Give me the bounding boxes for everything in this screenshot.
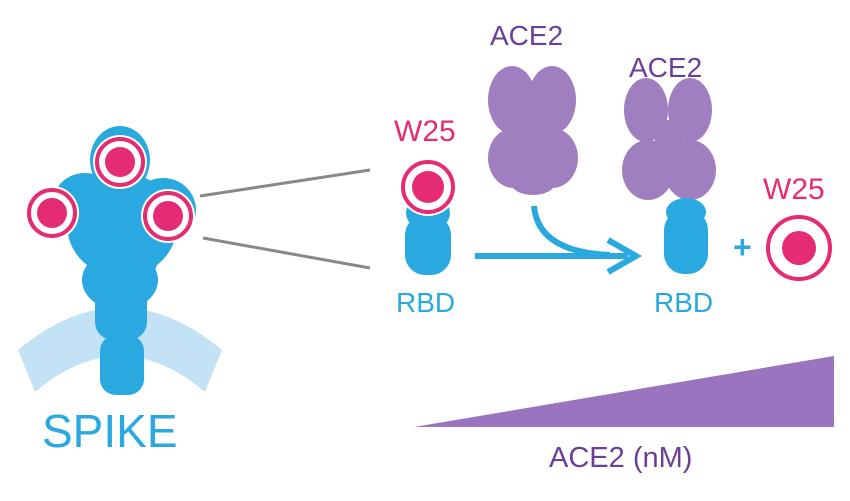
w25-label-right: W25	[763, 173, 825, 206]
zoom-line-top	[199, 168, 371, 198]
ace2-curve-arrow	[531, 205, 611, 258]
rbd-label-right: RBD	[654, 287, 714, 318]
w25-on-rbd	[399, 158, 457, 216]
rbd-right	[664, 198, 708, 274]
spike-label: SPIKE	[42, 405, 178, 457]
ace2-label-bound: ACE2	[629, 52, 703, 83]
gradient-axis-label: ACE2 (nM)	[549, 442, 693, 474]
w25-label-left: W25	[394, 115, 456, 148]
ace2-label-top: ACE2	[490, 20, 564, 51]
plus-sign: +	[733, 229, 752, 265]
w25-on-spike-left	[25, 186, 79, 240]
reaction-arrow	[475, 237, 643, 275]
w25-on-spike-top	[93, 135, 147, 189]
ace2-gradient-wedge	[414, 356, 834, 427]
rbd-label-left: RBD	[396, 287, 456, 318]
ace2-free	[488, 66, 578, 195]
zoom-line-bottom	[202, 236, 371, 270]
ace2-bound	[622, 78, 716, 200]
w25-on-spike-right	[141, 189, 195, 243]
w25-free	[766, 215, 832, 281]
